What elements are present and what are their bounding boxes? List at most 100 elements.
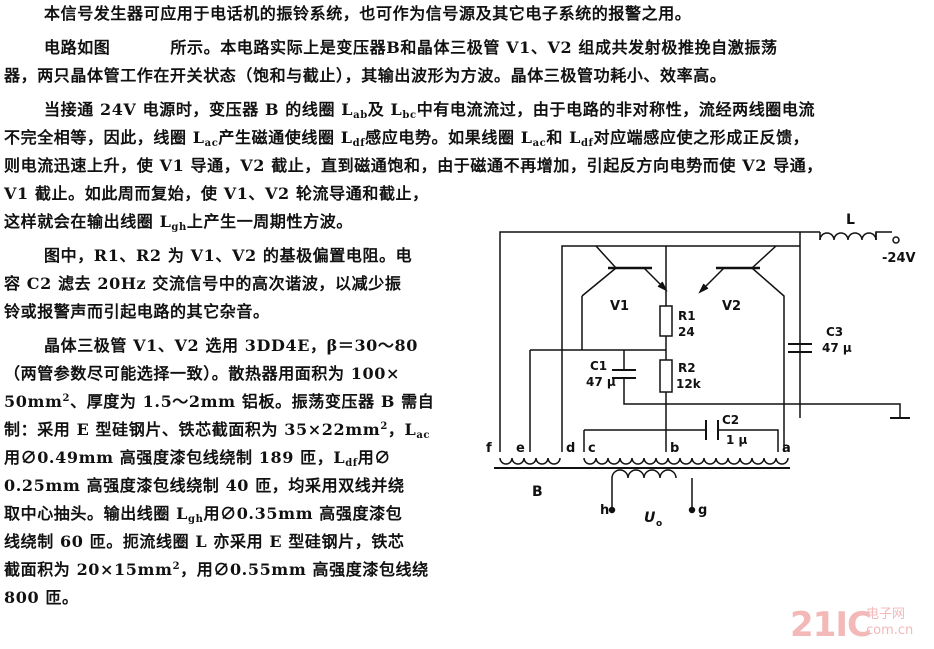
- paragraph-spec-line1: 晶体三极管 V1、V2 选用 3DD4E，β＝30～80: [44, 336, 418, 355]
- paragraph-spec-line10: 800 匝。: [4, 588, 79, 607]
- text-fragment: 感应电势。如果线圈 L: [365, 128, 533, 147]
- terminal-h-dot: [608, 506, 616, 514]
- secondary-leads: [611, 478, 693, 508]
- label-output-u-sub: o: [656, 519, 662, 529]
- subscript: df: [352, 138, 366, 149]
- paragraph-spec-line7: 取中心抽头。输出线圈 Lgh用∅0.35mm 高强度漆包: [4, 500, 402, 528]
- text-fragment: 所示。本电路实际上是变压器B和晶体三极管 V1、V2 组成共发射极推挽自激振荡: [170, 38, 778, 57]
- label-c2-value: 1 μ: [726, 433, 748, 447]
- label-c1-value: 47 μ: [586, 375, 616, 389]
- circuit-diagram: L -24V V1 V2 R1 24 R2 12k C1 47 μ C2 1 μ…: [486, 212, 916, 529]
- label-terminal-d: d: [566, 441, 575, 456]
- text-fragment: 取中心抽头。输出线圈 L: [4, 504, 189, 523]
- choke-coil: [819, 232, 877, 241]
- text-fragment: 50mm: [4, 392, 63, 411]
- label-choke-l: L: [846, 212, 855, 228]
- subscript: ab: [353, 110, 368, 121]
- v1-collector-wire: [581, 267, 617, 297]
- subscript: ac: [416, 430, 431, 441]
- wire-v2-down: [751, 267, 785, 452]
- label-v1: V1: [610, 299, 629, 314]
- label-terminal-b: b: [670, 441, 679, 456]
- subscript: df: [580, 138, 594, 149]
- paragraph-bias-line3: 铃或报警声而引起电路的其它杂音。: [4, 302, 270, 321]
- winding-df: [499, 457, 561, 465]
- paragraph-operation-line3: 则电流迅速上升，使 V1 导通，V2 截止，直到磁通饱和，由于磁通不再增加，引起…: [4, 156, 823, 175]
- paragraph-circuit-line2: 器，两只晶体管工作在开关状态（饱和与截止），其输出波形为方波。晶体三极管功耗小、…: [4, 66, 727, 85]
- subscript: gh: [188, 514, 204, 525]
- subscript: gh: [171, 222, 187, 233]
- label-terminal-f: f: [486, 441, 492, 456]
- watermark-line2: com.cn: [866, 623, 914, 638]
- text-fragment: 产生磁通使线圈 L: [218, 128, 353, 147]
- subscript: ac: [204, 138, 219, 149]
- text-fragment: 中有电流流过，由于电路的非对称性，流经两线圈电流: [416, 100, 816, 119]
- text-fragment: 用∅0.35mm 高强度漆包: [203, 504, 403, 523]
- label-output-u: U: [644, 510, 656, 526]
- supply-terminal: [892, 236, 900, 244]
- superscript: 2: [172, 561, 181, 572]
- text-fragment: 这样就会在输出线圈 L: [4, 212, 172, 231]
- text-fragment: 当接通 24V 电源时，变压器 B 的线圈 L: [44, 100, 354, 119]
- label-v2: V2: [722, 299, 741, 314]
- text-fragment: ，用∅0.55mm 高强度漆包线绕: [180, 560, 429, 579]
- label-supply: -24V: [882, 251, 916, 266]
- wire-c2: [584, 429, 779, 452]
- label-terminal-h: h: [600, 503, 609, 518]
- text-fragment: 和 L: [546, 128, 581, 147]
- paragraph-bias-line2: 容 C2 滤去 20Hz 交流信号中的高次谐波，以减少振: [4, 274, 402, 293]
- paragraph-bias-line1: 图中，R1、R2 为 V1、V2 的基极偏置电阻。电: [44, 246, 413, 265]
- watermark-side-text: 电子网 com.cn: [866, 607, 913, 639]
- wire-d-bus: [561, 245, 800, 452]
- label-r2: R2: [678, 361, 696, 375]
- paragraph-spec-line5: 用∅0.49mm 高强度漆包线绕制 189 匝，Ldf用∅: [4, 444, 391, 472]
- watermark-logo-text: 21IC: [790, 605, 872, 645]
- text-fragment: 及 L: [367, 100, 403, 119]
- label-c2: C2: [722, 413, 739, 427]
- text-fragment: ，L: [387, 420, 417, 439]
- label-terminal-a: a: [782, 441, 791, 456]
- label-transformer-b: B: [532, 484, 543, 500]
- paragraph-operation-line4: V1 截止。如此周而复始，使 V1、V2 轮流导通和截止，: [4, 184, 429, 203]
- text-fragment: 截面积为 20×15mm: [4, 560, 173, 579]
- label-c3: C3: [826, 325, 843, 339]
- text-fragment: 对应端感应使之形成正反馈，: [593, 128, 810, 147]
- resistor-r1: [659, 305, 673, 337]
- label-c1: C1: [590, 359, 607, 373]
- paragraph-spec-line6: 0.25mm 高强度漆包线绕制 40 匝，均采用双线并绕: [4, 476, 405, 495]
- paragraph-operation-line2: 不完全相等，因此，线圈 Lac产生磁通使线圈 Ldf感应电势。如果线圈 Lac和…: [4, 124, 809, 152]
- resistor-r2: [659, 359, 673, 393]
- winding-ac: [583, 457, 789, 465]
- paragraph-operation-line5: 这样就会在输出线圈 Lgh上产生一周期性方波。: [4, 208, 353, 236]
- label-r1: R1: [678, 309, 696, 323]
- label-r2-value: 12k: [676, 377, 702, 391]
- paragraph-circuit-line1: 电路如图所示。本电路实际上是变压器B和晶体三极管 V1、V2 组成共发射极推挽自…: [44, 34, 778, 62]
- text-fragment: 不完全相等，因此，线圈 L: [4, 128, 205, 147]
- text-fragment: 、厚度为 1.5～2mm 铝板。振荡变压器 B 需自: [70, 392, 435, 411]
- label-c3-value: 47 μ: [822, 341, 852, 355]
- paragraph-spec-line8: 线绕制 60 匝。扼流线圈 L 亦采用 E 型硅钢片，铁芯: [4, 532, 405, 551]
- subscript: df: [345, 458, 358, 469]
- paragraph-spec-line9: 截面积为 20×15mm2，用∅0.55mm 高强度漆包线绕: [4, 556, 429, 584]
- wire-f-to-choke: [499, 231, 820, 452]
- superscript: 2: [380, 421, 388, 432]
- winding-gh: [611, 469, 677, 479]
- paragraph-intro: 本信号发生器可应用于电话机的振铃系统，也可作为信号源及其它电子系统的报警之用。: [44, 4, 692, 23]
- paragraph-spec-line2: （两管参数尽可能选择一致）。散热器用面积为 100×: [4, 364, 400, 383]
- paragraph-spec-line3: 50mm2、厚度为 1.5～2mm 铝板。振荡变压器 B 需自: [4, 388, 434, 416]
- text-fragment: 制：采用 E 型硅钢片、铁芯截面积为 35×22mm: [4, 420, 381, 439]
- watermark-line1: 电子网: [866, 607, 906, 622]
- paragraph-spec-line4: 制：采用 E 型硅钢片、铁芯截面积为 35×22mm2，Lac: [4, 416, 430, 444]
- terminal-g-dot: [688, 506, 696, 514]
- paragraph-operation-line1: 当接通 24V 电源时，变压器 B 的线圈 Lab及 Lbc中有电流流过，由于电…: [44, 96, 815, 124]
- wire-c1-to-ground: [623, 378, 800, 405]
- text-fragment: 用∅0.49mm 高强度漆包线绕制 189 匝，L: [4, 448, 346, 467]
- label-terminal-g: g: [698, 503, 707, 518]
- subscript: bc: [402, 110, 417, 121]
- text-fragment: 用∅: [357, 448, 391, 467]
- wire-ground: [800, 403, 901, 418]
- label-r1-value: 24: [678, 325, 695, 339]
- v2-emitter-arrow: [698, 283, 709, 294]
- subscript: ac: [532, 138, 547, 149]
- site-watermark: 21IC 电子网 com.cn: [790, 605, 930, 645]
